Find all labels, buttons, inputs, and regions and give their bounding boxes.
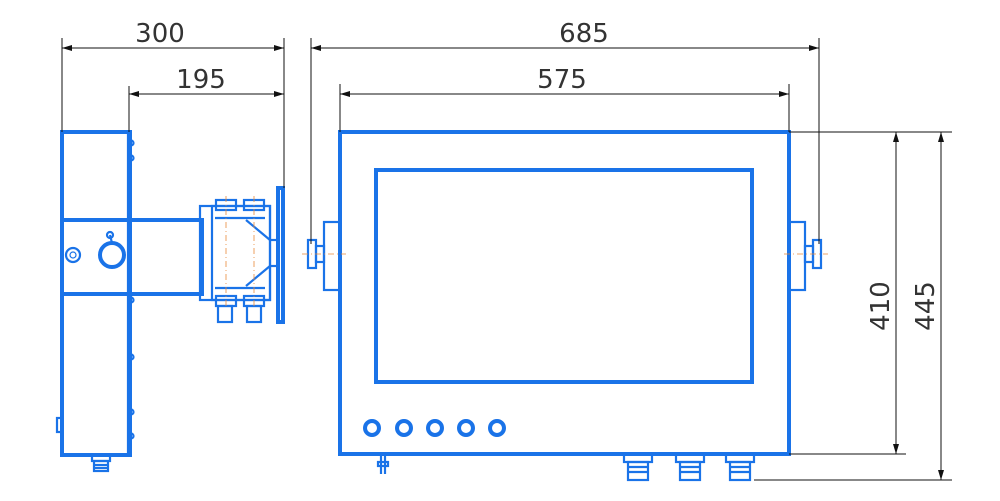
- dimension-lines: [62, 38, 952, 480]
- front-gland-1: [624, 454, 652, 480]
- side-view: [57, 132, 283, 471]
- dim-text-685: 685: [559, 19, 609, 49]
- dim-text-575: 575: [537, 65, 587, 95]
- front-button-2: [397, 421, 411, 435]
- side-wall-plate: [278, 188, 283, 322]
- front-button-5: [490, 421, 504, 435]
- front-display-window: [376, 170, 752, 382]
- side-cable-gland: [92, 455, 110, 471]
- front-enclosure: [340, 132, 789, 454]
- front-button-3: [428, 421, 442, 435]
- dim-text-445: 445: [911, 281, 941, 331]
- front-view: [302, 132, 828, 480]
- front-connector: [378, 454, 388, 474]
- front-right-mount: [789, 222, 821, 290]
- side-lock-handle: [100, 243, 124, 267]
- front-buttons: [365, 421, 504, 435]
- side-knob: [66, 248, 80, 262]
- front-left-mount: [308, 222, 340, 290]
- dim-text-410: 410: [866, 281, 896, 331]
- dim-text-300: 300: [135, 19, 185, 49]
- front-gland-2: [676, 454, 704, 480]
- front-button-1: [365, 421, 379, 435]
- front-button-4: [459, 421, 473, 435]
- front-gland-3: [726, 454, 754, 480]
- side-bracket: [200, 200, 270, 322]
- front-cable-glands: [624, 454, 754, 480]
- dim-text-195: 195: [176, 65, 226, 95]
